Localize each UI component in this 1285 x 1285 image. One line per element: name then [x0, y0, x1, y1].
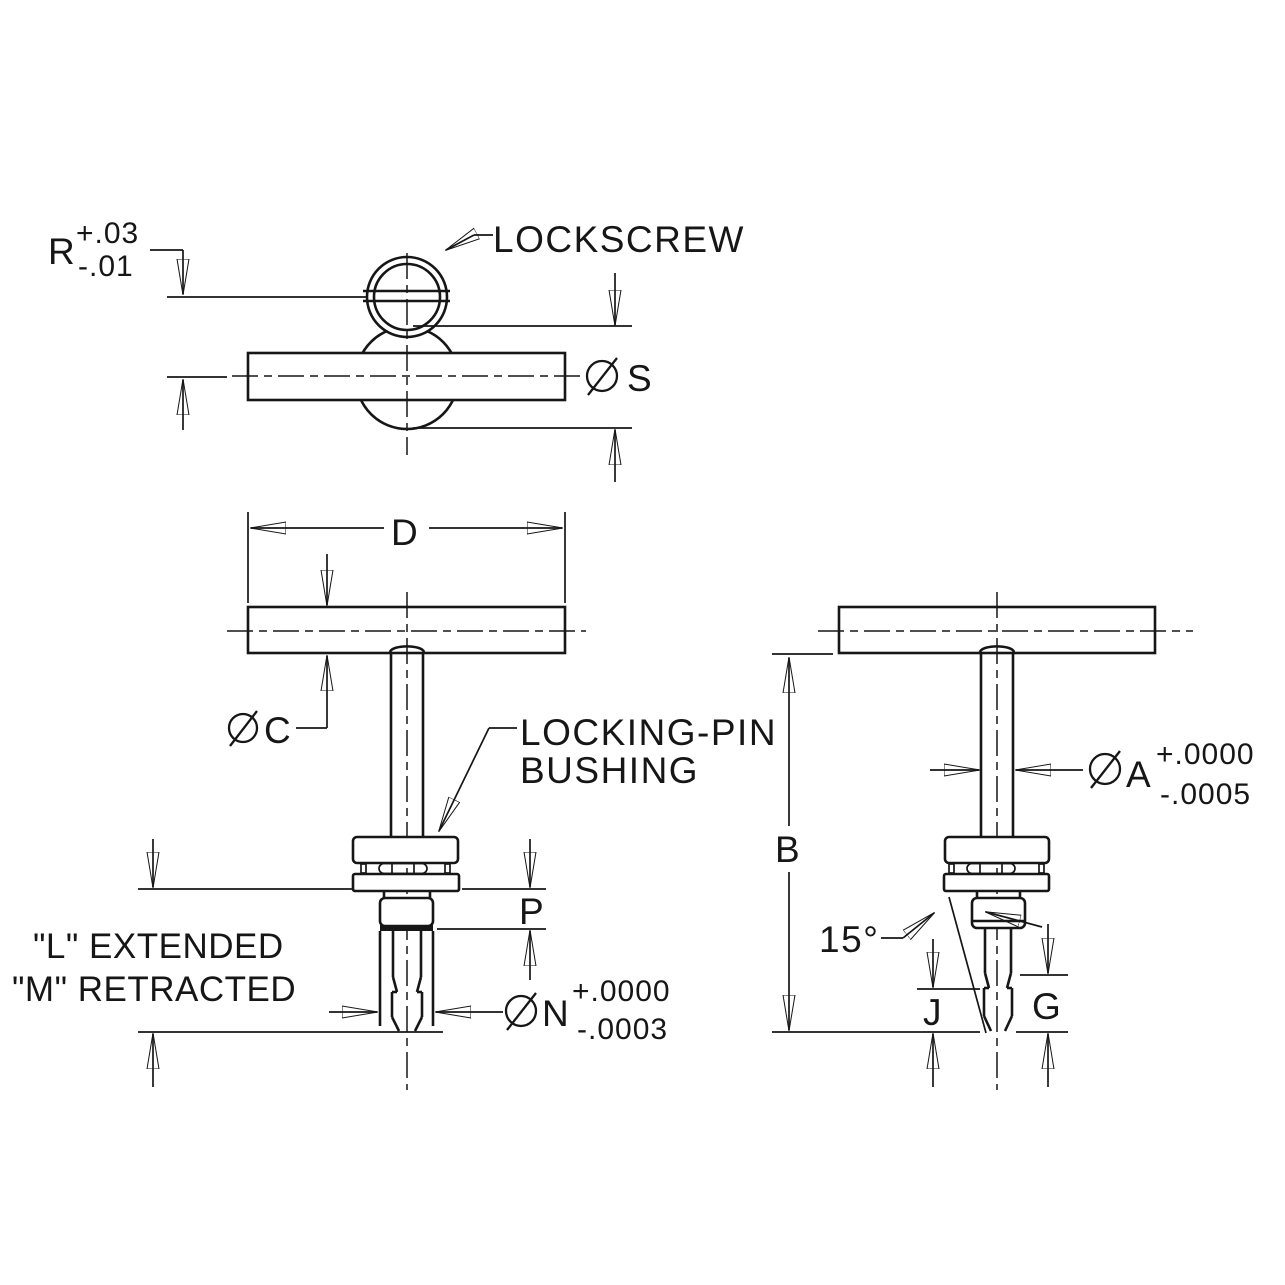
top-view: R +.03 -.01 LOCKSCREW S: [48, 217, 745, 482]
a-label: A: [1126, 754, 1152, 795]
g-label: G: [1032, 986, 1062, 1027]
s-label: S: [627, 358, 653, 399]
extended-label: "L" EXTENDED: [33, 927, 284, 966]
d-dimension: D: [247, 512, 566, 603]
pin-front: [378, 891, 435, 1032]
lm-dimension: "L" EXTENDED "M" RETRACTED: [12, 839, 443, 1087]
n-tol-plus: +.0000: [572, 975, 671, 1008]
s-dimension: S: [413, 273, 653, 482]
d-label: D: [391, 512, 419, 553]
retracted-label: "M" RETRACTED: [12, 970, 296, 1009]
b-dimension: B: [772, 653, 833, 1030]
diameter-symbol: [1088, 750, 1122, 789]
diameter-symbol: [227, 710, 259, 747]
lockscrew-label: LOCKSCREW: [493, 219, 745, 260]
p-label: P: [519, 891, 545, 932]
diameter-symbol: [504, 992, 538, 1031]
p-dimension: P: [437, 839, 546, 980]
bushing-label-line2: BUSHING: [520, 750, 699, 791]
side-view: A +.0000 -.0005 B: [772, 592, 1255, 1090]
r-tol-minus: -.01: [78, 250, 134, 283]
bushing-front: [351, 835, 461, 893]
n-dimension: N +.0000 -.0003: [329, 975, 671, 1046]
r-tol-plus: +.03: [76, 217, 139, 250]
b-label: B: [775, 829, 801, 870]
lockscrew-callout: LOCKSCREW: [446, 219, 745, 260]
bushing-side: [942, 835, 1051, 893]
angle-label: 15°: [819, 919, 879, 960]
r-label: R: [48, 231, 76, 272]
stem-side: [979, 653, 1015, 837]
a-tol-plus: +.0000: [1156, 738, 1255, 771]
j-dimension: J: [772, 939, 980, 1087]
j-label: J: [923, 992, 943, 1033]
stem-front: [389, 653, 425, 837]
r-dimension: R +.03 -.01: [48, 217, 367, 430]
bushing-callout: LOCKING-PIN BUSHING: [439, 712, 777, 831]
front-view: D C LOCKING-PIN BUSHING: [12, 512, 777, 1090]
a-tol-minus: -.0005: [1160, 778, 1251, 811]
a-dimension: A +.0000 -.0005: [930, 738, 1255, 811]
n-label: N: [542, 993, 570, 1034]
bushing-label-line1: LOCKING-PIN: [520, 712, 777, 753]
angle-dimension: 15°: [819, 896, 1043, 1034]
c-dimension: C: [227, 554, 327, 751]
c-label: C: [264, 710, 292, 751]
g-dimension: G: [1016, 924, 1068, 1087]
diameter-symbol: [585, 357, 619, 396]
n-tol-minus: -.0003: [577, 1013, 668, 1046]
